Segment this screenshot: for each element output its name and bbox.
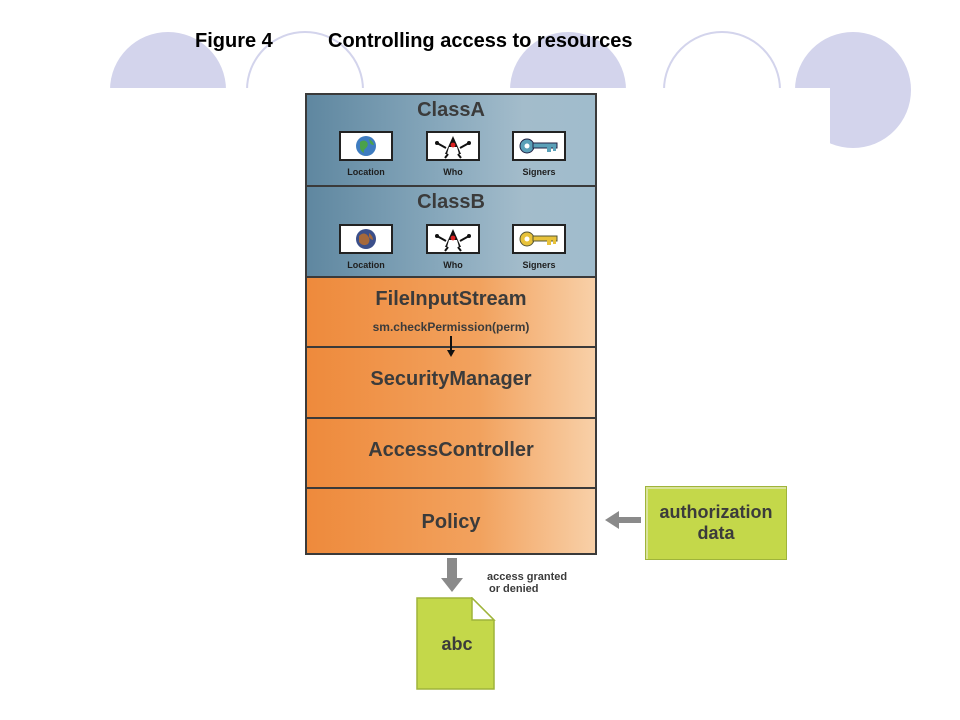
access-result-line1: access granted xyxy=(487,571,568,583)
security-manager-label: SecurityManager xyxy=(370,368,532,390)
signers-box xyxy=(512,131,566,161)
globe-icon xyxy=(356,229,376,249)
location-box xyxy=(339,224,393,254)
signers-box xyxy=(512,224,566,254)
figure-number: Figure 4 xyxy=(195,30,273,52)
access-result-line2: or denied xyxy=(489,583,539,595)
authorization-data-box: authorization data xyxy=(645,486,787,560)
location-box xyxy=(339,131,393,161)
class-a-name: ClassA xyxy=(417,99,485,121)
class-b-name: ClassB xyxy=(417,191,485,213)
class-b-band: ClassB Location Who Signers xyxy=(307,185,595,276)
down-arrow-small-icon xyxy=(447,336,455,357)
file-input-stream-label: FileInputStream xyxy=(375,288,527,310)
resource-label: abc xyxy=(441,634,473,654)
who-box xyxy=(426,131,480,161)
class-a-band: ClassA Location Who Signers xyxy=(307,95,595,185)
policy-label: Policy xyxy=(421,511,481,533)
label-location: Location xyxy=(347,167,385,177)
file-input-stream-band: FileInputStream sm.checkPermission(perm) xyxy=(307,276,595,346)
who-box xyxy=(426,224,480,254)
left-arrow-icon xyxy=(605,511,641,529)
key-icon xyxy=(519,138,558,154)
authorization-line2: data xyxy=(697,523,735,543)
label-location: Location xyxy=(347,260,385,270)
figure-title: Figure 4 Controlling access to resources xyxy=(195,30,633,53)
authorization-line1: authorization xyxy=(659,502,773,522)
security-stack: ClassA Location Who Signers ClassB Locat… xyxy=(305,93,597,555)
access-result-note: access granted or denied xyxy=(487,571,567,595)
label-who: Who xyxy=(443,167,463,177)
label-signers: Signers xyxy=(522,260,556,270)
figure-caption: Controlling access to resources xyxy=(328,30,633,52)
policy-band: Policy xyxy=(307,487,595,553)
duke-icon xyxy=(435,229,471,252)
globe-icon xyxy=(356,136,376,156)
duke-icon xyxy=(435,136,471,159)
document-icon xyxy=(416,597,496,690)
label-signers: Signers xyxy=(522,167,556,177)
access-controller-label: AccessController xyxy=(368,439,534,461)
key-icon xyxy=(519,231,558,247)
label-who: Who xyxy=(443,260,463,270)
check-permission-label: sm.checkPermission(perm) xyxy=(372,320,530,334)
down-arrow-icon xyxy=(441,558,463,592)
access-controller-band: AccessController xyxy=(307,417,595,487)
